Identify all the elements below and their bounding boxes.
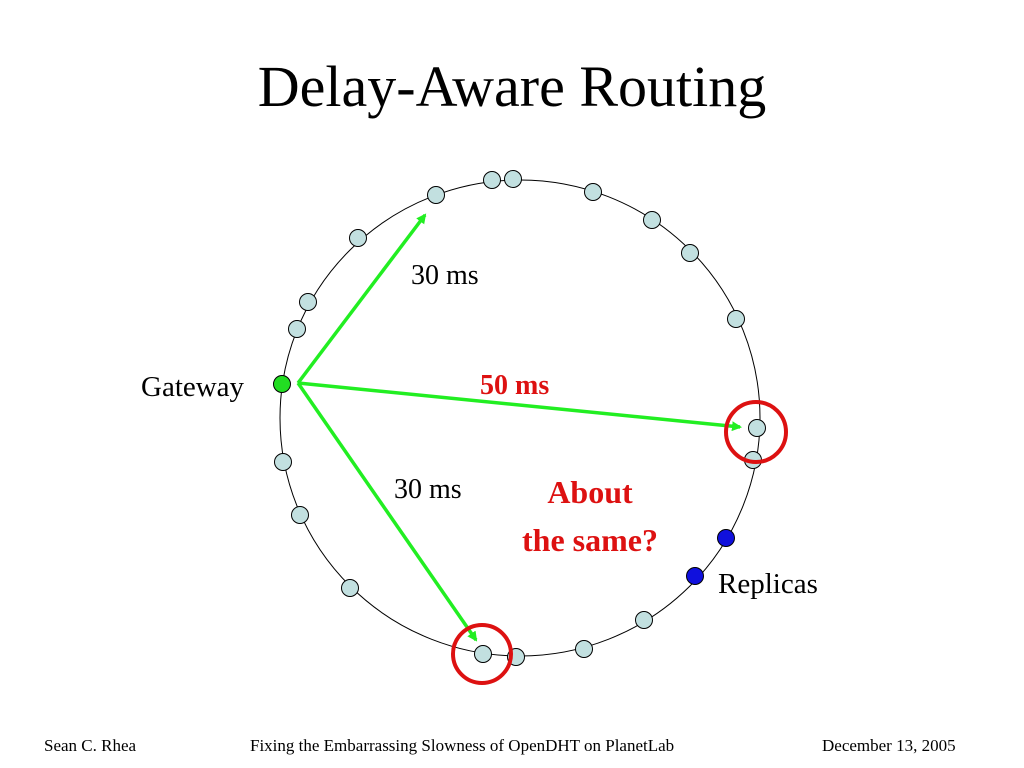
ring-node xyxy=(274,453,292,471)
ring-node xyxy=(291,506,309,524)
arrow-bottom-path xyxy=(296,382,478,642)
bottom-path-latency-label: 30 ms xyxy=(394,474,462,505)
ring-node xyxy=(474,645,492,663)
question-line-1: About xyxy=(547,474,633,510)
replica-node xyxy=(717,529,735,547)
ring-node xyxy=(483,171,501,189)
ring-node xyxy=(299,293,317,311)
replica-node xyxy=(686,567,704,585)
ring-node xyxy=(288,320,306,338)
gateway-label: Gateway xyxy=(141,371,245,403)
ring-node xyxy=(584,183,602,201)
top-path-latency-label: 30 ms xyxy=(411,260,479,291)
ring-node xyxy=(635,611,653,629)
ring-node xyxy=(681,244,699,262)
slide-title: Delay-Aware Routing xyxy=(257,54,767,119)
route-arrows xyxy=(296,213,742,642)
arrow-top-path xyxy=(296,213,427,385)
footer-author: Sean C. Rhea xyxy=(44,736,137,755)
ring-node xyxy=(349,229,367,247)
ring-node xyxy=(748,419,766,437)
footer-date: December 13, 2005 xyxy=(822,736,956,755)
ring-nodes xyxy=(274,170,766,666)
ring-node xyxy=(727,310,745,328)
ring-node xyxy=(504,170,522,188)
ring-node xyxy=(427,186,445,204)
replicas-label: Replicas xyxy=(718,568,818,600)
middle-path-latency-label: 50 ms xyxy=(480,370,549,401)
question-line-2: the same? xyxy=(522,522,658,558)
highlight-circle-middle xyxy=(724,400,788,464)
highlight-circle-bottom xyxy=(451,623,513,685)
gateway-node xyxy=(273,375,291,393)
ring-node xyxy=(575,640,593,658)
footer-talk-title: Fixing the Embarrassing Slowness of Open… xyxy=(250,736,675,755)
ring-node xyxy=(341,579,359,597)
ring-node xyxy=(643,211,661,229)
arrow-middle-path xyxy=(297,381,742,432)
